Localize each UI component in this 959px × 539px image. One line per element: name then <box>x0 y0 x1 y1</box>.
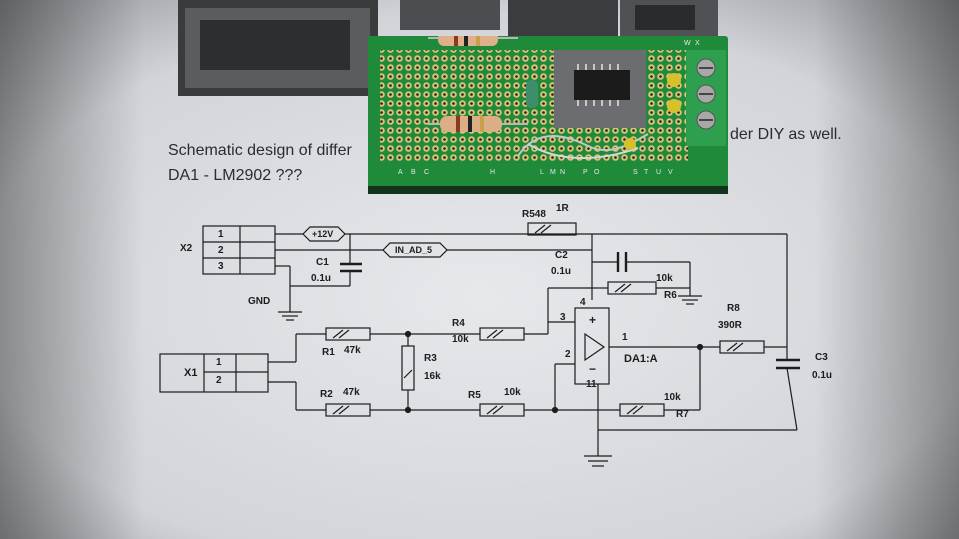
perfboard-photo: A B C H L M N P O S T U V W X <box>368 36 728 194</box>
c1-ref: C1 <box>316 257 329 268</box>
r4-value: 10k <box>452 334 469 345</box>
r1-value: 47k <box>344 345 361 356</box>
svg-text:B: B <box>411 169 416 176</box>
svg-text:V: V <box>668 169 673 176</box>
resistor-middle <box>428 116 528 132</box>
pin-4-label: 4 <box>580 297 586 308</box>
svg-text:W: W <box>684 40 691 47</box>
r8-ref: R8 <box>727 303 740 314</box>
gnd-label: GND <box>248 296 271 307</box>
opamp-triangle <box>584 332 606 362</box>
part-number-text: DA1 - LM2902 ??? <box>168 167 303 184</box>
r548-body <box>527 222 577 236</box>
x1-label: X1 <box>184 367 198 379</box>
r548-ref: R548 <box>522 209 546 220</box>
r2-ref: R2 <box>320 389 333 400</box>
svg-text:P: P <box>583 169 588 176</box>
r5-ref: R5 <box>468 390 481 401</box>
svg-text:L: L <box>540 169 544 176</box>
r5-value: 10k <box>504 387 521 398</box>
pin-2-label: 2 <box>565 349 571 360</box>
capacitor-1 <box>667 73 681 87</box>
svg-text:H: H <box>490 169 495 176</box>
svg-text:O: O <box>594 169 600 176</box>
c2-ref: C2 <box>555 250 568 261</box>
r7-value: 10k <box>664 392 681 403</box>
r7-ref: R7 <box>676 409 689 420</box>
heading-text-left: Schematic design of differ <box>168 142 352 159</box>
svg-text:T: T <box>644 169 649 176</box>
net-in-ad-label: IN_AD_5 <box>395 245 433 255</box>
c3-ref: C3 <box>815 352 828 363</box>
x1-pin-2: 2 <box>216 375 222 386</box>
svg-text:A: A <box>398 169 403 176</box>
x2-connector-body <box>202 225 276 275</box>
ic-chip <box>574 70 630 100</box>
r3-value: 16k <box>424 371 441 382</box>
r4-ref: R4 <box>452 318 465 329</box>
x2-pin-1: 1 <box>218 229 224 240</box>
pin-11-label: 11 <box>586 379 597 390</box>
pin-1-label: 1 <box>622 332 628 343</box>
svg-text:C: C <box>424 169 429 176</box>
r6-value: 10k <box>656 273 673 284</box>
r3-ref: R3 <box>424 353 437 364</box>
r6-ref: R6 <box>664 290 677 301</box>
svg-text:U: U <box>656 169 661 176</box>
pin-minus-label: − <box>589 362 597 376</box>
x1-pin-1: 1 <box>216 357 222 368</box>
c1-value: 0.1u <box>311 273 332 284</box>
svg-text:X: X <box>695 40 700 47</box>
r2-value: 47k <box>343 387 360 398</box>
pin-3-label: 3 <box>560 312 566 323</box>
r1-ref: R1 <box>322 347 335 358</box>
heading-text-right: der DIY as well. <box>730 126 842 143</box>
x2-pin-3: 3 <box>218 261 224 272</box>
r548-value: 1R <box>556 203 569 214</box>
small-resistor <box>526 80 538 108</box>
svg-text:M: M <box>550 169 556 176</box>
capacitor-3 <box>624 138 636 150</box>
capacitor-2 <box>667 99 681 113</box>
x2-pin-2: 2 <box>218 245 224 256</box>
x2-label: X2 <box>180 243 193 254</box>
r8-value: 390R <box>718 320 742 331</box>
net-12v-label: +12V <box>312 229 334 239</box>
svg-text:N: N <box>560 169 565 176</box>
da1-ref: DA1:A <box>624 353 658 365</box>
c3-value: 0.1u <box>812 370 833 381</box>
svg-text:S: S <box>633 169 638 176</box>
da1-body <box>574 307 610 385</box>
resistor-top <box>428 36 518 46</box>
c2-value: 0.1u <box>551 266 572 277</box>
pin-plus-label: + <box>589 313 597 327</box>
